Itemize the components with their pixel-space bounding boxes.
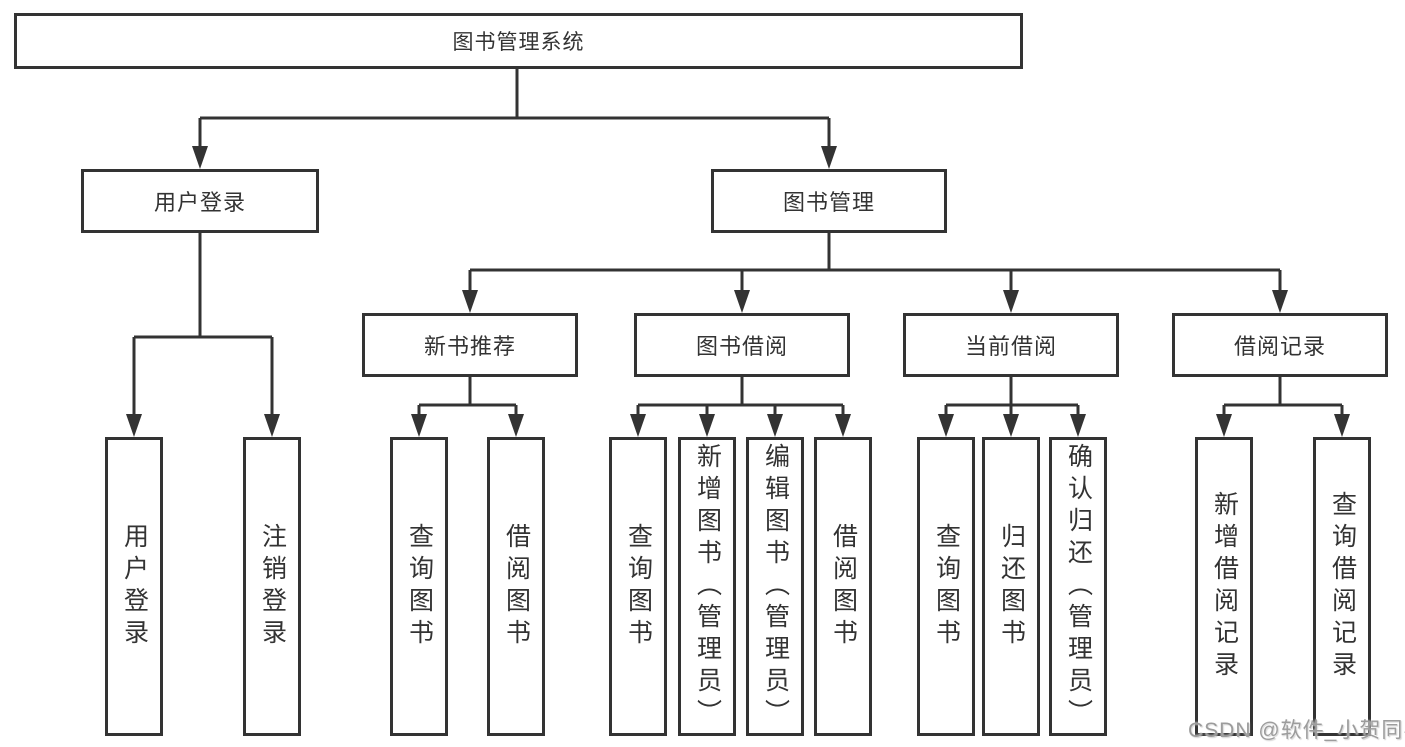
node-current-borrowing: 当前借阅 — [903, 313, 1119, 377]
node-borrowing-records: 借阅记录 — [1172, 313, 1388, 377]
leaf-query-borrow-record-label: 查询借阅记录 — [1328, 490, 1357, 683]
leaf-query-borrow-record: 查询借阅记录 — [1313, 437, 1371, 736]
leaf-logout-label: 注销登录 — [258, 522, 287, 651]
leaf-add-book-admin-label: 新增图书（管理员） — [693, 442, 722, 731]
node-user-login: 用户登录 — [81, 169, 319, 233]
leaf-confirm-return-admin-label: 确认归还（管理员） — [1064, 442, 1093, 731]
node-new-book-recommendation-label: 新书推荐 — [423, 334, 516, 359]
leaf-confirm-return-admin: 确认归还（管理员） — [1049, 437, 1107, 736]
leaf-user-login-label: 用户登录 — [120, 522, 149, 651]
node-book-management: 图书管理 — [711, 169, 947, 233]
connector-borrowing-to-leaves — [636, 377, 845, 417]
leaf-borrow-books-recommend: 借阅图书 — [487, 437, 545, 736]
node-book-borrowing-label: 图书借阅 — [695, 334, 788, 359]
leaf-add-borrow-record-label: 新增借阅记录 — [1210, 490, 1239, 683]
leaf-add-book-admin: 新增图书（管理员） — [678, 437, 736, 736]
csdn-watermark: CSDN @软件_小贺同学 — [1188, 719, 1405, 742]
node-new-book-recommendation: 新书推荐 — [362, 313, 578, 377]
connector-bookmgmt-to-level3 — [468, 233, 1282, 293]
leaf-query-books-current: 查询图书 — [917, 437, 975, 736]
leaf-borrow-books-borrowing: 借阅图书 — [814, 437, 872, 736]
arrowheads — [126, 146, 1350, 437]
leaf-return-books: 归还图书 — [982, 437, 1040, 736]
connector-userlogin-to-leaves — [132, 233, 274, 417]
node-root: 图书管理系统 — [14, 13, 1023, 69]
leaf-edit-book-admin: 编辑图书（管理员） — [746, 437, 804, 736]
node-user-login-label: 用户登录 — [153, 190, 246, 215]
leaf-borrow-books-borrowing-label: 借阅图书 — [829, 522, 858, 651]
leaf-borrow-books-recommend-label: 借阅图书 — [502, 522, 531, 651]
connector-newbook-to-leaves — [417, 377, 518, 417]
node-current-borrowing-label: 当前借阅 — [964, 334, 1057, 359]
node-root-label: 图书管理系统 — [452, 31, 585, 54]
node-book-borrowing: 图书借阅 — [634, 313, 850, 377]
leaf-return-books-label: 归还图书 — [997, 522, 1026, 651]
connector-root-to-level2 — [198, 69, 831, 149]
leaf-edit-book-admin-label: 编辑图书（管理员） — [761, 442, 790, 731]
node-borrowing-records-label: 借阅记录 — [1233, 334, 1326, 359]
connector-current-to-leaves — [944, 377, 1080, 417]
leaf-add-borrow-record: 新增借阅记录 — [1195, 437, 1253, 736]
leaf-query-books-borrowing: 查询图书 — [609, 437, 667, 736]
leaf-query-books-recommend-label: 查询图书 — [405, 522, 434, 651]
leaf-user-login: 用户登录 — [105, 437, 163, 736]
node-book-management-label: 图书管理 — [782, 190, 875, 215]
leaf-query-books-current-label: 查询图书 — [932, 522, 961, 651]
leaf-query-books-borrowing-label: 查询图书 — [624, 522, 653, 651]
leaf-query-books-recommend: 查询图书 — [390, 437, 448, 736]
connector-records-to-leaves — [1222, 377, 1344, 417]
leaf-logout: 注销登录 — [243, 437, 301, 736]
